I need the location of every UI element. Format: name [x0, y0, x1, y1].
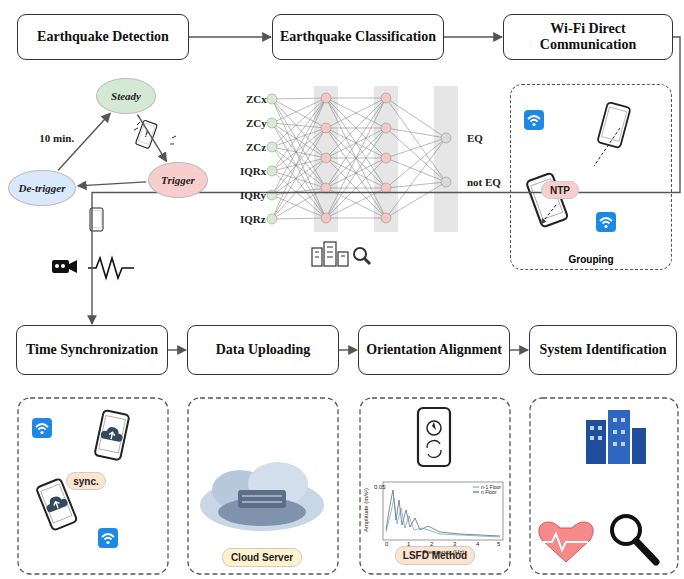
process-box: Earthquake Classification [272, 14, 444, 60]
plot-label: Frequency (Hz) [423, 549, 464, 555]
connector-arrow [189, 36, 271, 37]
plot-label: Amplitude (m/s²) [363, 488, 369, 532]
connector-arrow [92, 37, 680, 324]
node-text: Steady [111, 90, 141, 102]
connector-arrow [444, 36, 502, 37]
connector-arrow [78, 182, 146, 186]
input-feature: IQRz [240, 213, 266, 225]
tag-pill: LSFD Method [395, 546, 475, 565]
plot-label: n Floor [481, 489, 497, 495]
input-feature: ZCx [246, 93, 267, 105]
node-text: Orientation Alignment [366, 342, 502, 358]
node-text: Earthquake Classification [280, 29, 436, 45]
input-feature: IQRx [240, 165, 266, 177]
node-text: Grouping [569, 254, 614, 265]
node-text: De-trigger [18, 182, 65, 194]
process-box: Wi-Fi Direct Communication [503, 14, 673, 60]
process-box: Time Synchronization [16, 325, 168, 375]
state-ellipse: Trigger [148, 162, 208, 198]
tag-pill: NTP [541, 181, 579, 199]
output-class: EQ [467, 132, 483, 144]
input-feature: ZCz [246, 141, 266, 153]
plot-label: 3 [453, 541, 456, 547]
process-box: Data Uploading [187, 325, 339, 375]
connector-arrow [137, 115, 166, 162]
node-text: sync. [73, 476, 99, 487]
node-text: NTP [550, 185, 570, 196]
edge-label: 10 min. [37, 132, 76, 144]
connector-arrow [168, 349, 186, 350]
node-text: Earthquake Detection [37, 29, 169, 45]
tag-pill: sync. [66, 472, 106, 490]
node-text: Time Synchronization [26, 342, 158, 358]
node-text: Wi-Fi Direct Communication [510, 21, 666, 53]
process-box: System Identification [529, 325, 677, 375]
svg-text:!: ! [143, 129, 149, 139]
process-box: Orientation Alignment [358, 325, 510, 375]
plot-label: 0 [385, 541, 388, 547]
node-text: Cloud Server [231, 552, 293, 563]
input-feature: ZCy [246, 117, 267, 129]
input-feature: IQRy [240, 189, 266, 201]
tag-pill: Cloud Server [222, 548, 302, 567]
plot-label: 0.05 [374, 484, 386, 490]
plot-label: 2 [430, 541, 433, 547]
process-box: Earthquake Detection [17, 14, 189, 60]
plot-label: 5 [497, 541, 500, 547]
plot-label: 4 [476, 541, 479, 547]
node-text: Data Uploading [216, 342, 311, 358]
connector-arrow [510, 349, 528, 350]
state-ellipse: De-trigger [8, 170, 76, 206]
state-ellipse: Steady [96, 78, 156, 114]
plot-label: 1 [407, 541, 410, 547]
connector-arrow [339, 349, 357, 350]
node-text: System Identification [539, 342, 666, 358]
dashed-panel: Grouping NTP [510, 84, 672, 270]
node-text: Trigger [161, 174, 195, 186]
output-class: not EQ [467, 176, 501, 188]
